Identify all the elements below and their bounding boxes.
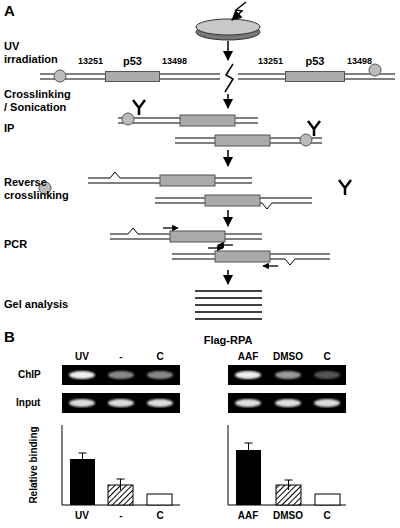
antibody-symbol	[339, 180, 351, 195]
gel-band	[275, 371, 301, 379]
gel-band	[195, 318, 262, 320]
p53-region	[180, 115, 235, 126]
gel-band	[275, 399, 301, 407]
gel-band	[314, 399, 340, 407]
category-label: AAF	[238, 510, 259, 522]
position-number: 13498	[347, 56, 372, 66]
step-label: UV irradiation	[4, 40, 72, 65]
category-label: DMSO	[273, 510, 303, 522]
row-label: Input	[16, 397, 40, 409]
lane-label: -	[119, 351, 122, 363]
primer-arrow	[208, 247, 223, 248]
step-arrow	[227, 150, 229, 166]
gel-image	[228, 393, 346, 413]
antibody-symbol	[308, 121, 320, 136]
gel-band	[69, 371, 95, 379]
bar	[70, 459, 95, 505]
gel-band	[195, 304, 262, 306]
step-label: Crosslinking / Sonication	[4, 88, 76, 113]
step-arrow	[227, 210, 229, 226]
step-label: Gel analysis	[4, 298, 68, 311]
gel-band	[235, 399, 261, 407]
category-label: UV	[75, 510, 89, 522]
gel-band	[195, 297, 262, 299]
position-number: 13498	[162, 56, 187, 66]
gel-band	[314, 371, 340, 379]
axis-title: Relative binding	[28, 426, 40, 503]
gel-band	[69, 399, 95, 407]
primer-arrow	[218, 244, 233, 245]
step-label: PCR	[4, 238, 27, 251]
category-label: -	[119, 510, 122, 522]
gel-band	[195, 311, 262, 313]
lane-label: UV	[75, 351, 89, 363]
protein-circle	[54, 70, 66, 82]
antibody-symbol	[133, 100, 145, 115]
error-bar	[285, 480, 293, 490]
gel-image	[62, 393, 180, 413]
step-label: Reverse crosslinking	[4, 176, 79, 201]
p53-region	[205, 195, 260, 206]
error-bar	[117, 479, 125, 490]
y-axis	[62, 425, 63, 505]
step-arrow	[227, 270, 229, 284]
error-bar	[245, 443, 253, 457]
gene-region-box: p53	[285, 71, 345, 82]
step-label: IP	[4, 122, 14, 135]
category-label: C	[156, 510, 163, 522]
bar	[236, 450, 261, 505]
lane-label: AAF	[238, 351, 259, 363]
gel-image	[62, 365, 180, 385]
uv-ray	[232, 2, 246, 20]
category-label: C	[323, 510, 330, 522]
position-number: 13251	[258, 56, 283, 66]
bar	[315, 494, 340, 505]
sonication-break	[225, 64, 233, 92]
step-arrow	[227, 94, 229, 108]
p53-region	[215, 251, 270, 262]
gel-band	[147, 399, 173, 407]
panel-letter: A	[4, 2, 15, 19]
lane-label: C	[323, 351, 330, 363]
protein-circle	[122, 113, 134, 125]
gel-band	[195, 290, 262, 292]
y-axis	[228, 425, 229, 505]
position-number: 13251	[78, 56, 103, 66]
gel-band	[108, 371, 134, 379]
gel-image	[228, 365, 346, 385]
p53-region	[215, 135, 270, 146]
error-bar	[79, 453, 87, 465]
primer-arrow	[163, 227, 178, 228]
gel-band	[235, 371, 261, 379]
gene-region-box: p53	[105, 71, 160, 82]
bar	[147, 494, 172, 505]
lane-label: C	[156, 351, 163, 363]
lane-label: DMSO	[273, 351, 303, 363]
panel-letter: B	[4, 328, 15, 345]
primer-arrow	[263, 265, 278, 266]
p53-region	[170, 231, 225, 242]
gel-band	[108, 399, 134, 407]
dish-rim	[196, 19, 260, 35]
row-label: ChIP	[18, 369, 41, 381]
gene-name: p53	[123, 55, 142, 67]
p53-region	[160, 175, 215, 186]
gene-name: p53	[306, 55, 325, 67]
gel-band	[147, 371, 173, 379]
step-arrow	[227, 41, 229, 60]
panel-title: Flag-RPA	[204, 334, 253, 347]
protein-circle	[300, 134, 312, 146]
